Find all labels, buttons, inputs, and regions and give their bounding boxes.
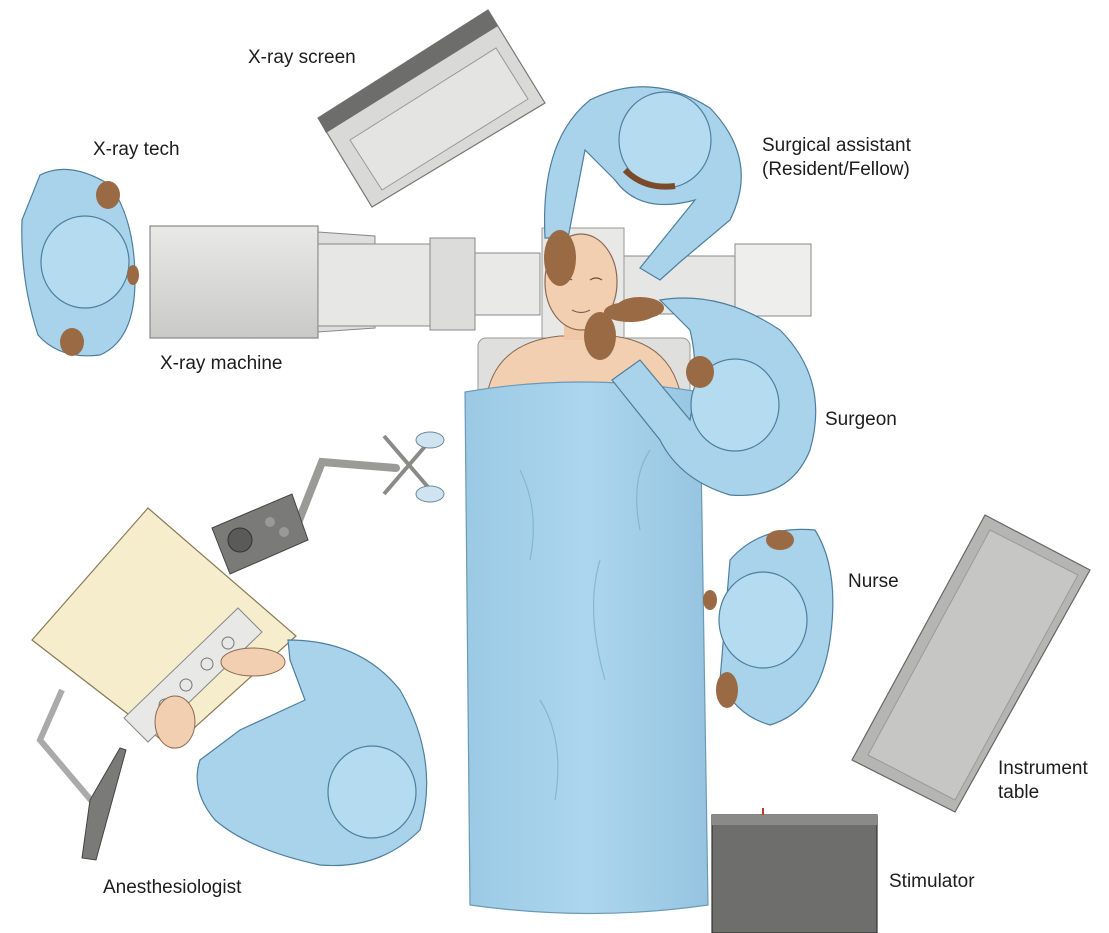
label-instrument-table-line2: table (998, 781, 1088, 805)
label-xray-machine: X-ray machine (160, 352, 283, 376)
label-surgical-assistant-line2: (Resident/Fellow) (762, 158, 911, 182)
xray-screen (318, 10, 545, 207)
surgical-lamp (296, 432, 444, 528)
xray-tech (22, 169, 139, 356)
label-instrument-table: Instrument table (998, 757, 1088, 805)
label-xray-tech: X-ray tech (93, 138, 180, 162)
label-surgical-assistant-line1: Surgical assistant (762, 134, 911, 158)
label-stimulator: Stimulator (889, 870, 975, 894)
stimulator (712, 808, 877, 933)
label-surgeon: Surgeon (825, 408, 897, 432)
label-xray-screen: X-ray screen (248, 46, 356, 70)
nurse (703, 529, 833, 725)
label-surgical-assistant: Surgical assistant (Resident/Fellow) (762, 134, 911, 182)
label-nurse: Nurse (848, 570, 899, 594)
label-instrument-table-line1: Instrument (998, 757, 1088, 781)
surgical-drape (465, 382, 708, 914)
label-anesthesiologist: Anesthesiologist (103, 876, 241, 900)
